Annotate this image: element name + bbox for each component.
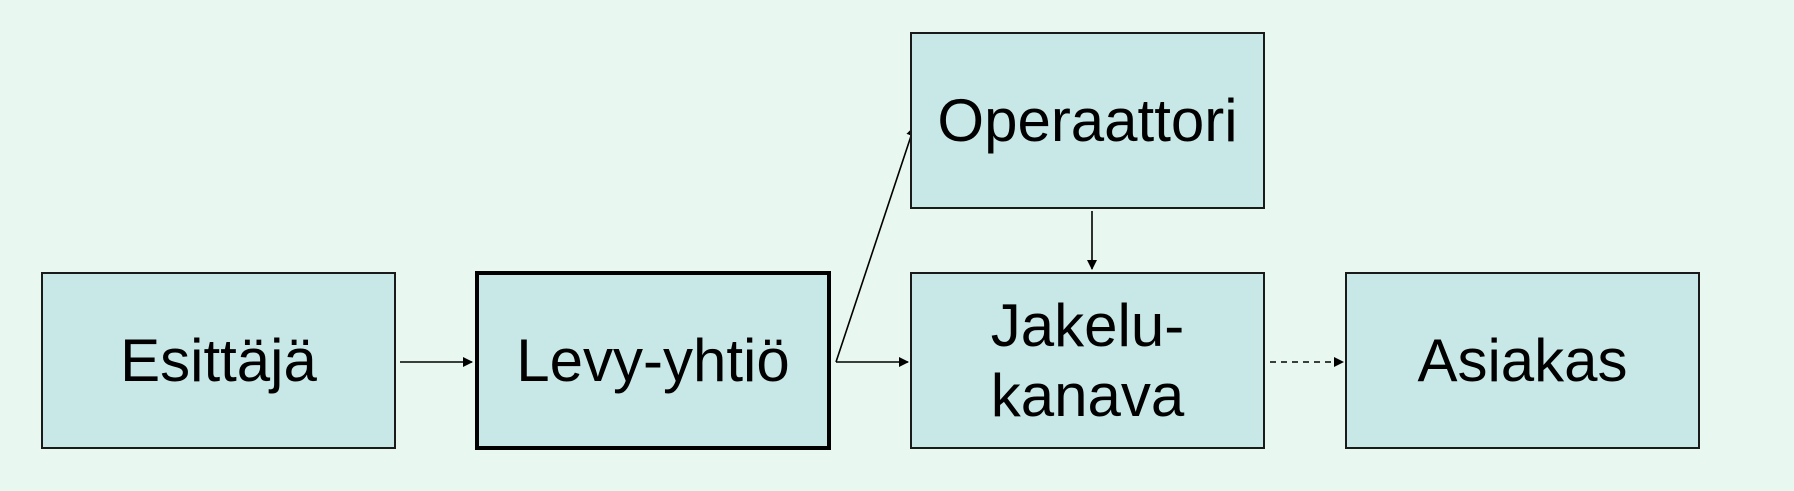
node-jakelukanava: Jakelu- kanava: [910, 272, 1265, 449]
node-levy-yhtio-label: Levy-yhtiö: [516, 326, 790, 394]
edge-levy-yhtio-to-operaattori: [835, 126, 916, 363]
node-asiakas-label: Asiakas: [1417, 326, 1628, 394]
node-levy-yhtio: Levy-yhtiö: [475, 271, 831, 450]
node-esittaja-label: Esittäjä: [120, 326, 317, 394]
node-esittaja: Esittäjä: [41, 272, 396, 449]
node-jakelukanava-label: Jakelu- kanava: [990, 291, 1185, 429]
node-asiakas: Asiakas: [1345, 272, 1700, 449]
node-operaattori-label: Operaattori: [937, 86, 1238, 154]
node-operaattori: Operaattori: [910, 32, 1265, 209]
